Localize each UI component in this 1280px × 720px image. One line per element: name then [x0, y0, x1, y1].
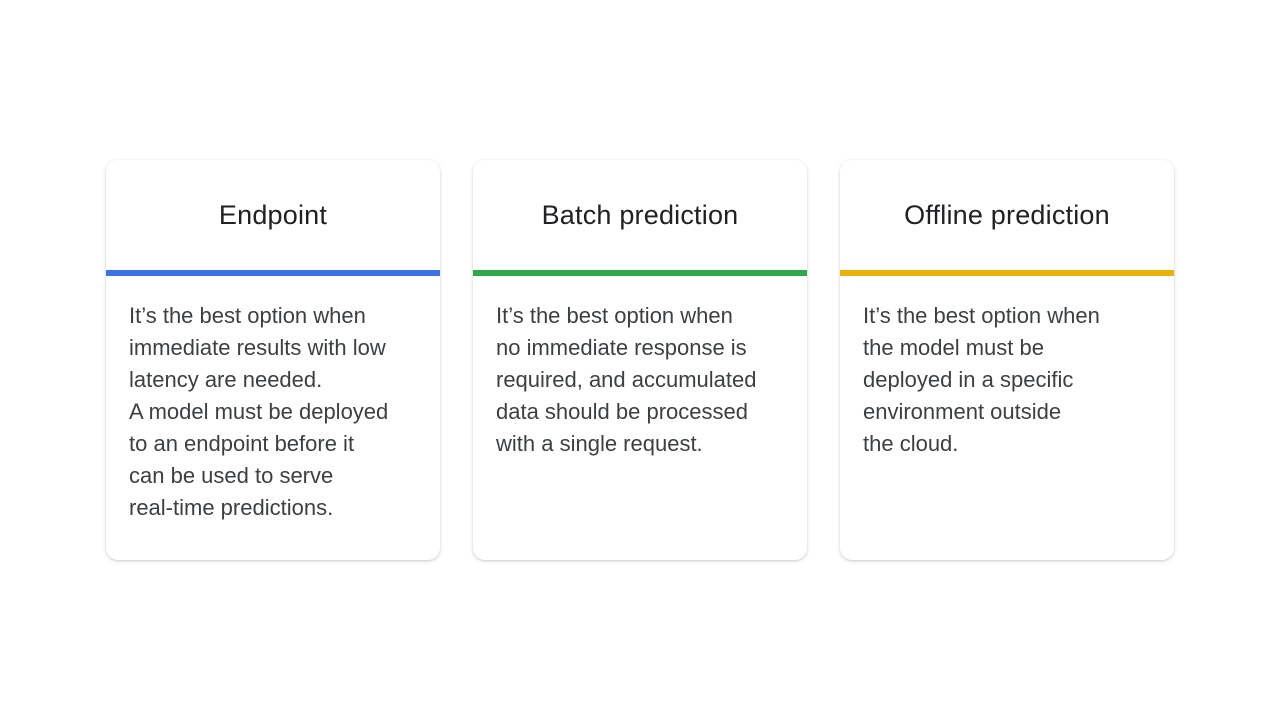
- card-title: Endpoint: [218, 200, 328, 230]
- card-accent-rule: [106, 270, 440, 276]
- card-batch-prediction: Batch prediction It’s the best option wh…: [473, 160, 807, 560]
- card-accent-rule: [473, 270, 807, 276]
- prediction-options: Endpoint It’s the best option when immed…: [106, 160, 1174, 560]
- card-title: Batch prediction: [541, 200, 739, 230]
- card-description: It’s the best option when immediate resu…: [129, 303, 389, 520]
- card-offline-prediction: Offline prediction It’s the best option …: [840, 160, 1174, 560]
- card-title: Offline prediction: [904, 200, 1110, 230]
- card-description: It’s the best option when the model must…: [863, 303, 1100, 456]
- card-endpoint: Endpoint It’s the best option when immed…: [106, 160, 440, 560]
- card-accent-rule: [840, 270, 1174, 276]
- card-description: It’s the best option when no immediate r…: [496, 303, 757, 456]
